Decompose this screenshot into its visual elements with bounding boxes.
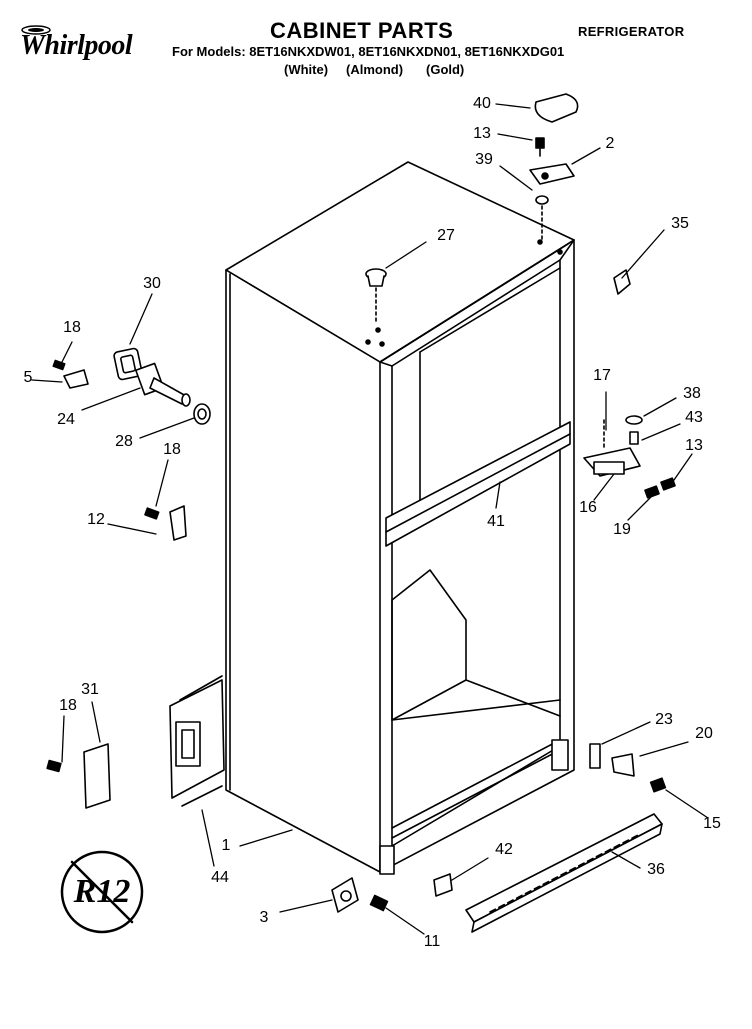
callout-35: 35 — [671, 215, 689, 232]
cabinet-shell — [225, 161, 575, 875]
part-roller — [331, 877, 359, 913]
callout-36: 36 — [647, 861, 665, 878]
callout-41: 41 — [487, 513, 505, 530]
part-hinge-pin-cap — [613, 269, 631, 295]
callout-28: 28 — [115, 433, 133, 450]
callout-24: 24 — [57, 411, 75, 428]
r12-stamp — [60, 850, 144, 934]
callout-18: 18 — [59, 697, 77, 714]
color-white: (White) — [284, 62, 329, 77]
callout-16: 16 — [579, 499, 597, 516]
callout-3: 3 — [259, 909, 269, 926]
part-toe-plate — [46, 743, 111, 809]
callout-5: 5 — [23, 369, 33, 386]
part-leveler-parts — [589, 743, 667, 793]
callout-1: 1 — [221, 837, 231, 854]
callout-43: 43 — [685, 409, 703, 426]
models-line: For Models: 8ET16NKXDW01, 8ET16NKXDN01, … — [172, 44, 565, 59]
part-center-hinge — [583, 415, 676, 499]
callout-27: 27 — [437, 227, 455, 244]
part-hinge-cover — [534, 93, 579, 123]
part-screw-11 — [369, 894, 389, 912]
callout-30: 30 — [143, 275, 161, 292]
part-screw-top — [535, 137, 545, 157]
part-plug — [365, 268, 387, 323]
callout-11: 11 — [423, 933, 441, 950]
callout-18: 18 — [63, 319, 81, 336]
callout-31: 31 — [81, 681, 99, 698]
part-bracket-12 — [144, 505, 187, 541]
category-label: REFRIGERATOR — [578, 24, 685, 39]
part-drain-tube — [135, 362, 191, 407]
callout-18: 18 — [163, 441, 181, 458]
callout-40: 40 — [473, 95, 491, 112]
callout-19: 19 — [613, 521, 631, 538]
part-base-grille — [465, 813, 663, 933]
color-almond: (Almond) — [346, 62, 404, 77]
leader-lines — [31, 103, 709, 935]
logo-emblem-icon — [21, 25, 51, 35]
callout-23: 23 — [655, 711, 673, 728]
callout-13: 13 — [473, 125, 491, 142]
callout-44: 44 — [211, 869, 229, 886]
callout-15: 15 — [703, 815, 721, 832]
callout-38: 38 — [683, 385, 701, 402]
callout-20: 20 — [695, 725, 713, 742]
brand-name: Whirlpool — [20, 30, 133, 61]
color-gold: (Gold) — [426, 62, 465, 77]
part-top-hinge — [529, 163, 575, 185]
part-clip-42 — [433, 873, 453, 897]
callout-39: 39 — [475, 151, 493, 168]
part-washer — [535, 195, 549, 241]
part-ring — [193, 403, 211, 425]
callout-42: 42 — [495, 841, 513, 858]
part-side-bracket — [169, 675, 225, 807]
part-grommet — [113, 347, 143, 381]
callout-12: 12 — [87, 511, 105, 528]
callout-17: 17 — [593, 367, 611, 384]
callout-2: 2 — [605, 135, 615, 152]
callout-13: 13 — [685, 437, 703, 454]
page-title: CABINET PARTS — [270, 18, 454, 43]
r12-stamp-text: R12 — [73, 873, 131, 910]
part-clip-5 — [52, 359, 89, 389]
whirlpool-logo — [14, 22, 164, 70]
